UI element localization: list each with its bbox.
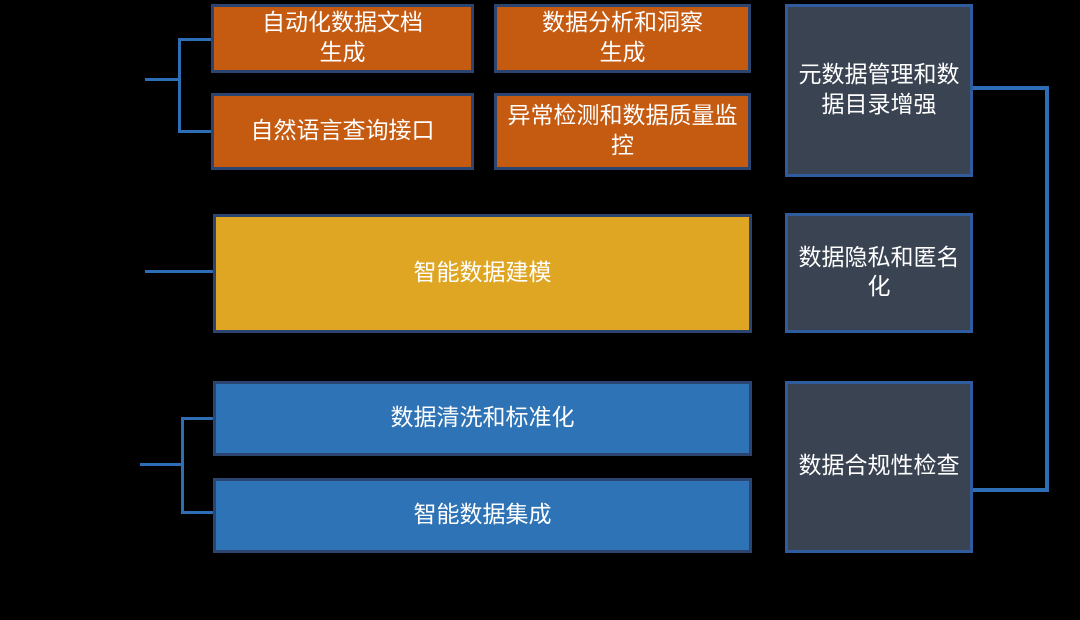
- box-data-cleaning-standardization: 数据清洗和标准化: [213, 381, 752, 456]
- box-intelligent-data-modeling: 智能数据建模: [213, 214, 752, 333]
- connector-middle-stub: [145, 270, 213, 273]
- box-automated-data-documentation: 自动化数据文档 生成: [211, 4, 474, 73]
- connector-topleft-incoming: [145, 78, 180, 81]
- box-intelligent-data-integration: 智能数据集成: [213, 478, 752, 553]
- connector-right-bottom: [973, 488, 1049, 492]
- connector-topleft-stub-bottom: [178, 130, 211, 133]
- box-metadata-management-catalog: 元数据管理和数 据目录增强: [785, 4, 973, 177]
- connector-right-vertical: [1045, 86, 1049, 492]
- connector-bottomleft-stub-top: [181, 417, 213, 420]
- connector-bottomleft-vertical: [181, 417, 184, 514]
- box-data-analysis-insight-generation: 数据分析和洞察 生成: [494, 4, 751, 73]
- box-data-privacy-anonymization: 数据隐私和匿名 化: [785, 213, 973, 333]
- connector-bottomleft-stub-bottom: [181, 511, 213, 514]
- connector-bottomleft-incoming: [140, 463, 182, 466]
- box-data-compliance-check: 数据合规性检查: [785, 381, 973, 553]
- connector-right-top: [973, 86, 1049, 90]
- box-anomaly-detection-quality-monitoring: 异常检测和数据质量监 控: [494, 93, 751, 170]
- connector-topleft-vertical: [178, 38, 181, 133]
- box-natural-language-query-interface: 自然语言查询接口: [211, 93, 474, 170]
- connector-topleft-stub-top: [178, 38, 211, 41]
